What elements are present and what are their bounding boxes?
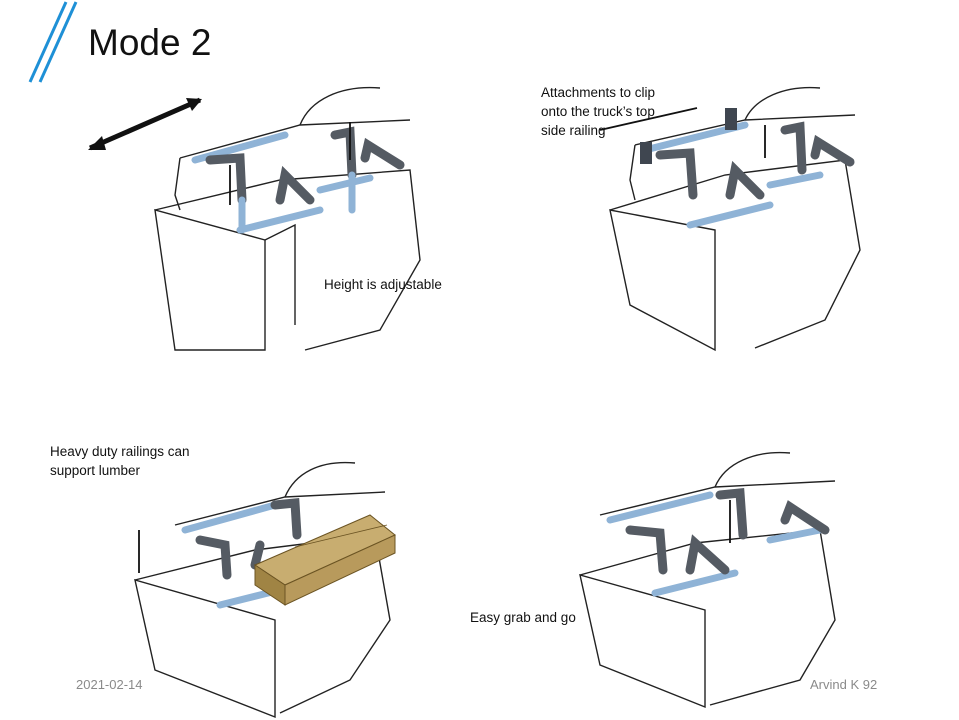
caption-attachments: Attachments to clip onto the truck’s top…	[541, 83, 655, 140]
caption-attachments-line-2: onto the truck’s top	[541, 104, 655, 119]
caption-easy-grab: Easy grab and go	[470, 610, 576, 625]
truck-bed-sketch-clip-attachments	[599, 86, 861, 352]
caption-heavy-duty-line-2: support lumber	[50, 463, 141, 478]
footer-author-page: Arvind K 92	[810, 677, 878, 692]
caption-heavy-duty: Heavy duty railings can support lumber	[50, 442, 190, 480]
footer-date: 2021-02-14	[76, 677, 143, 692]
truck-bed-sketch-height-adjustable	[88, 86, 421, 351]
caption-attachments-line-3: side railing	[541, 123, 606, 138]
truck-bed-sketch-lumber	[134, 461, 396, 719]
caption-attachments-line-1: Attachments to clip	[541, 85, 656, 100]
slide-title: Mode 2	[88, 22, 212, 63]
title-accent-lines	[28, 1, 78, 83]
truck-bed-sketch-grab-and-go	[579, 451, 836, 709]
caption-height-adjustable: Height is adjustable	[324, 277, 442, 292]
lumber-stack	[253, 514, 396, 606]
caption-heavy-duty-line-1: Heavy duty railings can	[50, 444, 190, 459]
